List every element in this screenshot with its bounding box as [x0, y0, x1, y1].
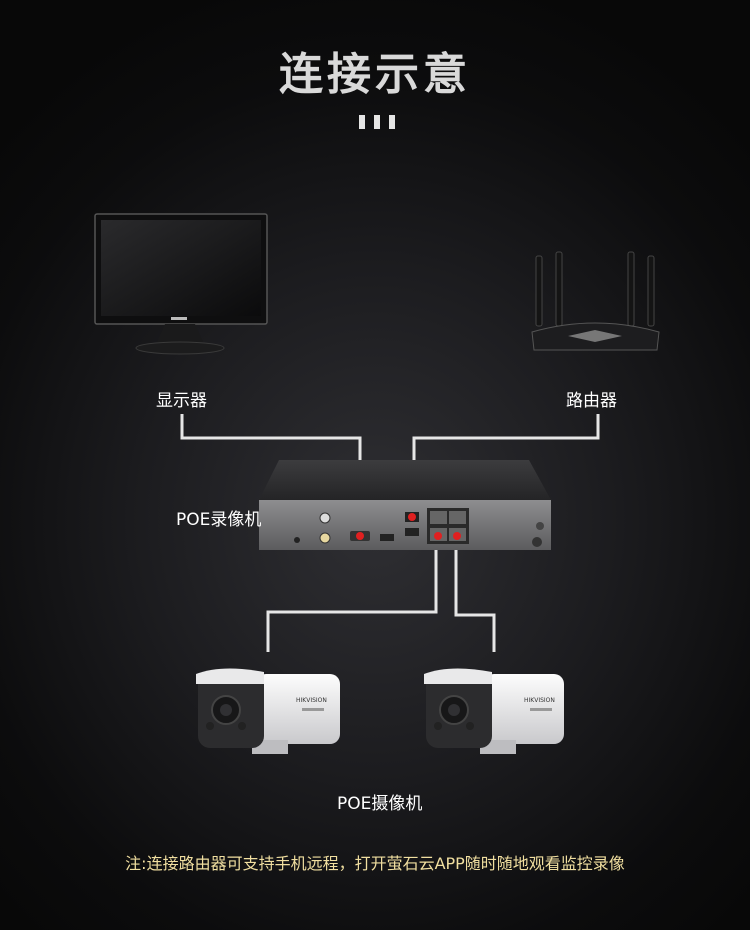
lan-port-highlight	[408, 513, 416, 521]
monitor-image	[94, 213, 268, 355]
router-image	[531, 251, 660, 351]
vga-port-highlight	[356, 532, 364, 540]
footer-note: 注:连接路由器可支持手机远程，打开萤石云APP随时随地观看监控录像	[125, 854, 625, 873]
camera-left-image: HIKVISION	[196, 668, 340, 754]
camera-right-logo: HIKVISION	[524, 697, 555, 704]
camera-right-image: HIKVISION	[424, 668, 564, 754]
poe-port2-highlight	[453, 532, 461, 540]
title-decoration	[359, 115, 399, 129]
monitor-label: 显示器	[156, 391, 207, 411]
page-title: 连接示意	[279, 49, 471, 100]
router-label: 路由器	[566, 391, 617, 411]
nvr-image	[259, 460, 551, 550]
wire-nvr-camera-left	[266, 545, 438, 652]
cameras-label: POE摄像机	[337, 794, 423, 814]
poe-port1-highlight	[434, 532, 442, 540]
wire-nvr-camera-right	[454, 545, 496, 652]
nvr-label: POE录像机	[176, 510, 262, 530]
camera-left-logo: HIKVISION	[296, 697, 327, 704]
